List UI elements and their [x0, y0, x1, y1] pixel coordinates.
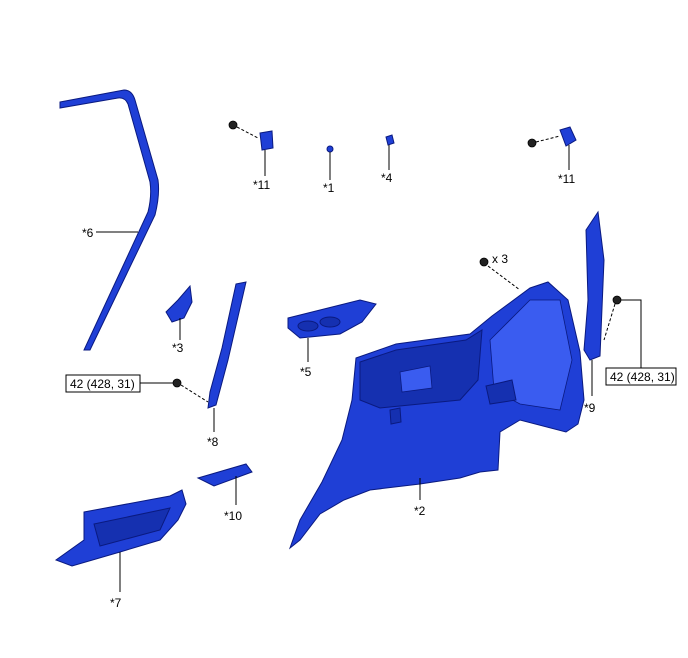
part-5-cup-holder [287, 299, 377, 339]
part-8-pillar-garnish [207, 281, 247, 409]
label-11-right: *11 [558, 172, 575, 186]
leader-torque-right [621, 299, 642, 368]
part-11-right-clip [527, 126, 577, 148]
part-3-bracket [165, 284, 193, 323]
part-9-pillar-garnish [583, 210, 605, 361]
part-6-strip [59, 89, 160, 351]
label-3: *3 [172, 341, 184, 355]
label-10: *10 [224, 509, 242, 523]
label-11-left: *11 [253, 178, 270, 192]
label-7: *7 [110, 596, 122, 610]
torque-box-left [65, 374, 141, 393]
label-1: *1 [323, 181, 335, 195]
label-2: *2 [414, 504, 426, 518]
torque-box-right [605, 367, 677, 386]
label-4: *4 [381, 171, 393, 185]
label-9: *9 [584, 401, 596, 415]
part-10-garnish [196, 463, 253, 487]
screw-icon [228, 120, 238, 130]
part-2-deck-side-trim [288, 281, 585, 550]
screw-icon [527, 138, 537, 148]
part-4-clip [385, 134, 395, 146]
part-11-left-clip [228, 120, 274, 151]
part-1-clip [326, 145, 334, 153]
label-5: *5 [300, 365, 312, 379]
label-8: *8 [207, 435, 219, 449]
clip-icon [479, 257, 489, 267]
part-7-step-garnish [54, 489, 187, 567]
bolt-icon [612, 295, 622, 305]
label-6: *6 [82, 226, 94, 240]
torque-right: 42 (428, 31) [610, 370, 675, 384]
bolt-icon [172, 378, 182, 388]
qty-x3: x 3 [492, 252, 508, 266]
torque-left: 42 (428, 31) [70, 377, 135, 391]
